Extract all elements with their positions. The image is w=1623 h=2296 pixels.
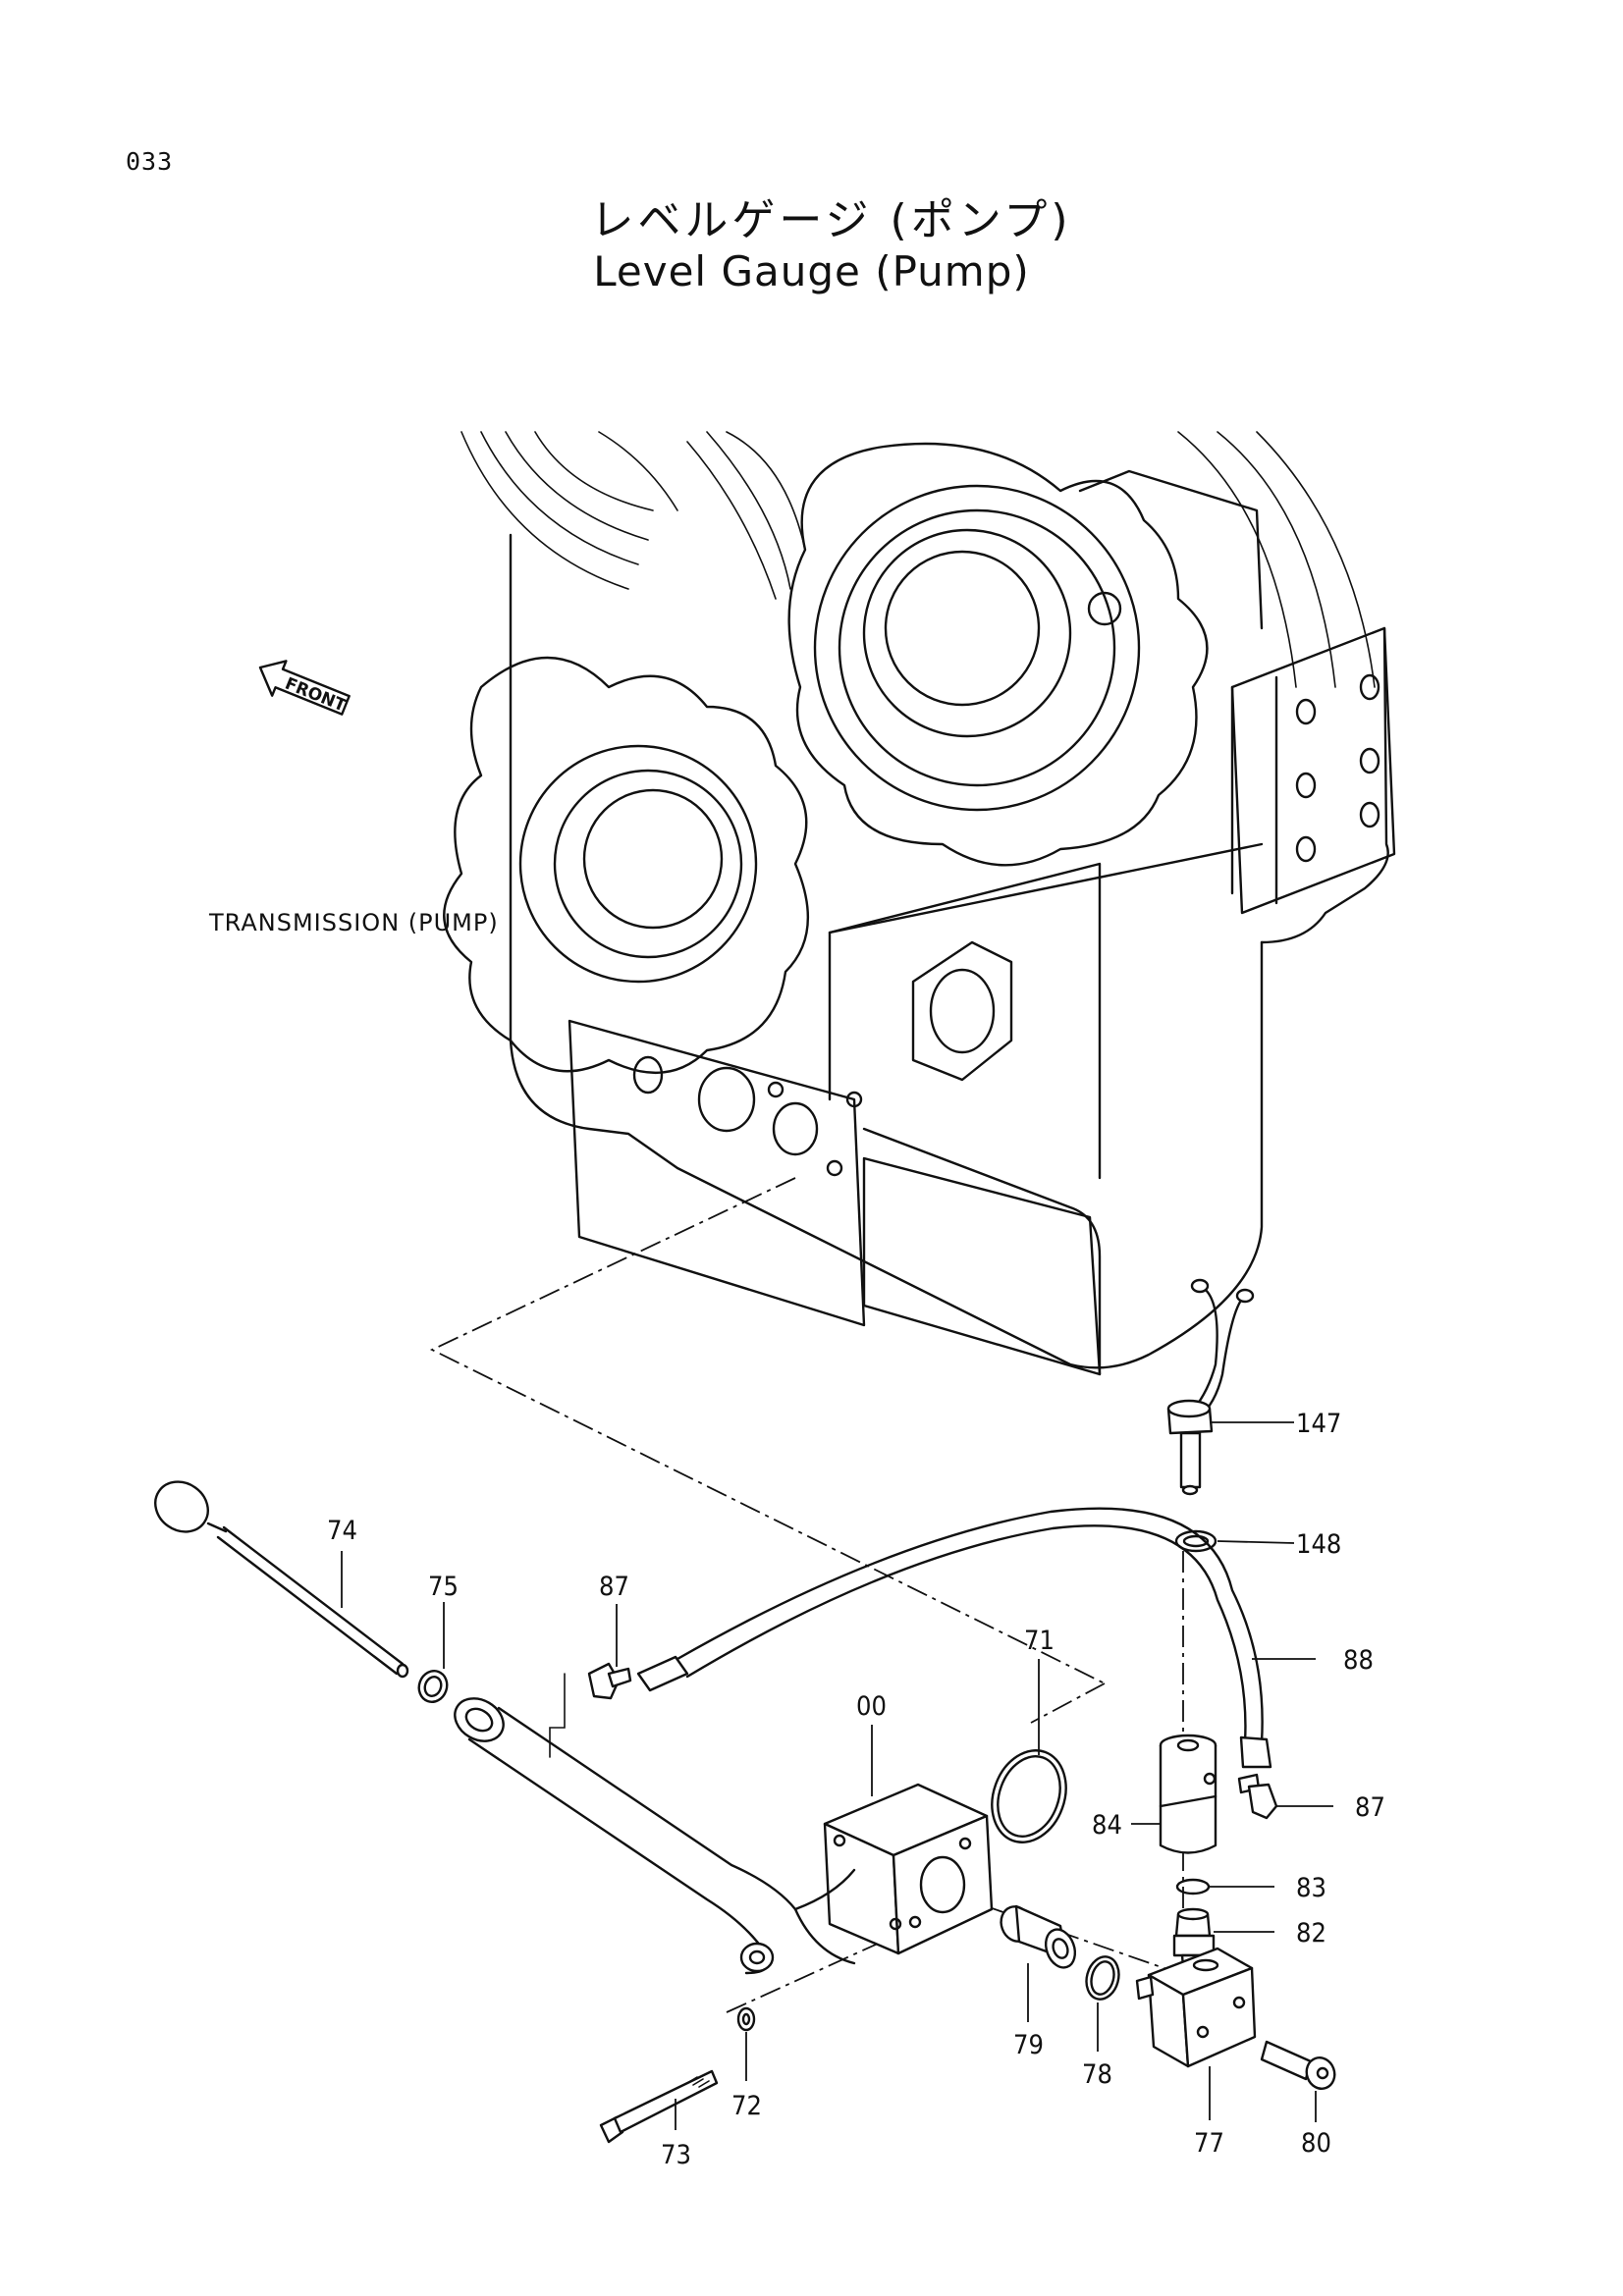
part-75-o-ring <box>417 1670 449 1703</box>
part-72-washer <box>736 2006 756 2032</box>
tube-elbow <box>793 1868 856 1911</box>
part-79-connector <box>1000 1904 1077 1969</box>
part-77-block <box>1135 1947 1257 2068</box>
part-74-dipstick <box>154 1480 409 1679</box>
page-number: 033 <box>126 147 174 176</box>
callout-80: 80 <box>1301 2128 1331 2159</box>
callout-77: 77 <box>1194 2128 1224 2159</box>
callout-73: 73 <box>661 2140 691 2170</box>
callout-147: 147 <box>1296 1409 1341 1439</box>
transmission-housing <box>443 431 1396 1376</box>
callout-87-left: 87 <box>599 1572 629 1602</box>
callout-88: 88 <box>1343 1645 1374 1676</box>
callout-82: 82 <box>1296 1918 1326 1949</box>
callouts: 74 75 87 71 00 147 148 88 87 84 83 82 <box>327 1409 1385 2170</box>
part-73-bolt <box>599 2069 719 2144</box>
part-87-elbow-fitting-left <box>587 1662 632 1700</box>
callout-84: 84 <box>1092 1810 1122 1841</box>
part-147-sensor <box>1166 1278 1255 1496</box>
callout-75: 75 <box>428 1572 459 1602</box>
part-78-o-ring <box>1085 1955 1120 2001</box>
part-88-hose <box>636 1507 1272 1769</box>
callout-83: 83 <box>1296 1873 1326 1903</box>
part-71-o-ring <box>991 1749 1067 1843</box>
callout-74: 74 <box>327 1516 357 1546</box>
callout-79: 79 <box>1013 2030 1044 2060</box>
part-87-elbow-fitting-right <box>1237 1773 1278 1820</box>
part-83-o-ring <box>1175 1878 1211 1896</box>
callout-00: 00 <box>856 1691 887 1722</box>
callout-71: 71 <box>1024 1626 1055 1656</box>
assembly-label: TRANSMISSION (PUMP) <box>208 909 499 936</box>
part-84-sleeve <box>1159 1734 1217 1854</box>
front-direction-arrow: FRONT <box>258 660 351 717</box>
center-lines <box>429 1177 1184 2013</box>
level-gauge-tube <box>454 1697 856 1975</box>
callout-72: 72 <box>731 2091 762 2121</box>
callout-148: 148 <box>1296 1529 1341 1560</box>
callout-87-right: 87 <box>1355 1792 1385 1823</box>
part-00-block <box>823 1783 994 1955</box>
page-title-english: Level Gauge (Pump) <box>593 247 1030 295</box>
front-label: FRONT <box>282 674 349 717</box>
callout-78: 78 <box>1082 2059 1112 2090</box>
page-title-japanese: レベルゲージ (ポンプ) <box>590 195 1072 245</box>
part-148-washer <box>1174 1529 1217 1553</box>
part-80-bolt <box>1260 2040 1336 2090</box>
